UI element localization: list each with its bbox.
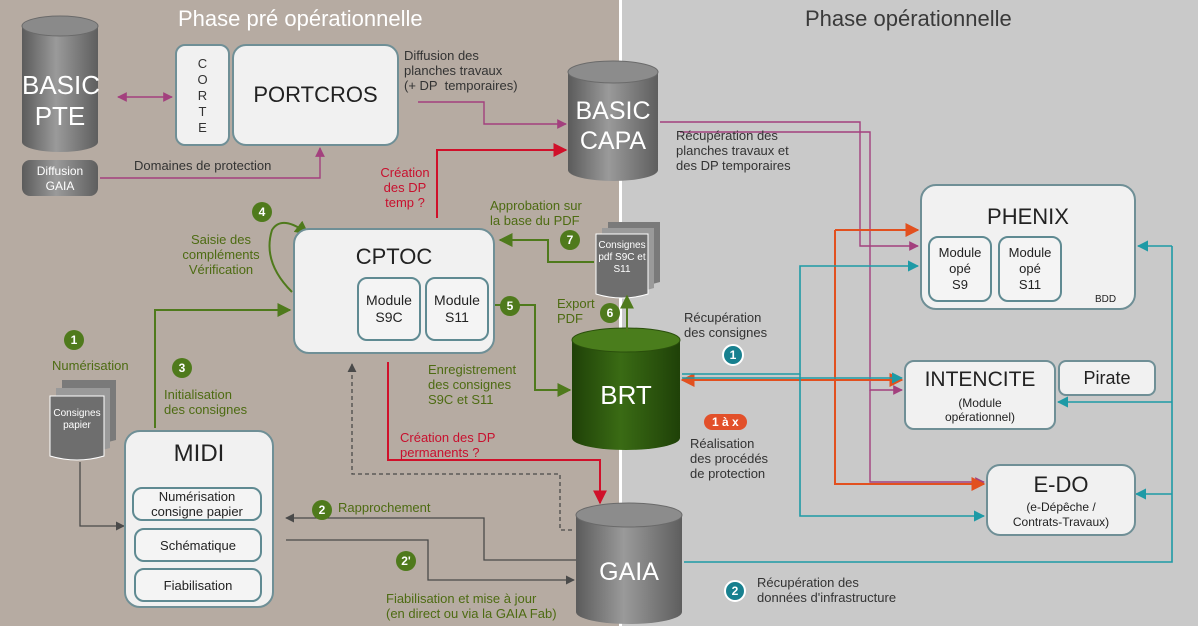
corte-letter: O xyxy=(197,72,208,87)
step-marker-3: 3 xyxy=(172,358,192,378)
label-approbation: Approbation sur la base du PDF xyxy=(490,198,582,228)
basic-capa-database xyxy=(567,60,659,181)
label-creation-dp-perm: Création des DP permanents ? xyxy=(400,430,496,460)
intencite-box: INTENCITE (Module opérationnel) xyxy=(904,360,1056,430)
phase-left-title: Phase pré opérationnelle xyxy=(178,6,423,31)
step-marker-2: 2 xyxy=(312,500,332,520)
label-recup-planches: Récupération des planches travaux et des… xyxy=(676,128,791,173)
corte-letter: R xyxy=(197,88,208,103)
label-export-pdf: Export PDF xyxy=(557,296,595,326)
label-recup-infra: Récupération des données d'infrastructur… xyxy=(757,575,897,605)
portcros-title: PORTCROS xyxy=(253,82,378,107)
edo-box: E-DO (e-Dépêche / Contrats-Travaux) xyxy=(986,464,1136,536)
basic-capa-label: BASIC CAPA xyxy=(575,97,651,155)
midi-item-numerisation: Numérisation consigne papier xyxy=(132,487,262,521)
phenix-module-s9: Module opé S9 xyxy=(928,236,992,302)
consignes-pdf-document-icon xyxy=(595,222,660,299)
corte-letters: C O R T E xyxy=(177,56,228,136)
step-marker-4: 4 xyxy=(252,202,272,222)
bdd-label: BDD xyxy=(1095,294,1117,305)
pirate-box: Pirate xyxy=(1058,360,1156,396)
cptoc-module-s9c: Module S9C xyxy=(357,277,421,341)
consignes-papier-label: Consignes papier xyxy=(53,408,101,431)
cptoc-title: CPTOC xyxy=(355,244,433,269)
midi-item-fiabilisation: Fiabilisation xyxy=(134,568,262,602)
pirate-title: Pirate xyxy=(1083,368,1131,388)
basic-pte-label: BASIC PTE xyxy=(22,70,101,131)
diffusion-gaia-box xyxy=(22,160,98,196)
label-domaines-protection: Domaines de protection xyxy=(134,158,272,173)
label-diffusion-planches: Diffusion des planches travaux (+ DP tem… xyxy=(404,48,518,93)
cptoc-module-s11: Module S11 xyxy=(425,277,489,341)
consignes-papier-document-icon xyxy=(49,380,116,461)
basic-pte-database xyxy=(21,15,99,152)
phenix-title: PHENIX xyxy=(987,204,1069,229)
corte-letter: E xyxy=(198,120,207,135)
step-marker-5: 5 xyxy=(500,296,520,316)
intencite-subtitle: (Module opérationnel) xyxy=(944,396,1016,424)
edo-title: E-DO xyxy=(1033,472,1089,497)
step-marker-teal-1: 1 xyxy=(722,344,744,366)
edo-subtitle: (e-Dépêche / Contrats-Travaux) xyxy=(1012,500,1110,529)
step-marker-6: 6 xyxy=(600,303,620,323)
phenix-module-s11: Module opé S11 xyxy=(998,236,1062,302)
label-fiabilisation-maj: Fiabilisation et mise à jour (en direct … xyxy=(386,591,557,621)
label-creation-dp-temp: Création des DP temp ? xyxy=(380,165,430,210)
intencite-title: INTENCITE xyxy=(924,368,1036,391)
one-to-x-badge: 1 à x xyxy=(704,414,747,430)
step-marker-teal-2: 2 xyxy=(724,580,746,602)
midi-item-schematique: Schématique xyxy=(134,528,262,562)
label-rapprochement: Rapprochement xyxy=(338,500,431,515)
corte-letter: C xyxy=(197,56,208,71)
phase-divider xyxy=(619,0,622,626)
diffusion-gaia-label: Diffusion GAIA xyxy=(36,164,84,193)
consignes-pdf-label: Consignes pdf S9C et S11 xyxy=(598,240,646,275)
label-realisation: Réalisation des procédés de protection xyxy=(690,436,769,481)
brt-label: BRT xyxy=(600,380,652,410)
label-saisie: Saisie des compléments Vérification xyxy=(182,232,260,277)
corte-box: C O R T E xyxy=(175,44,230,146)
midi-title: MIDI xyxy=(173,440,225,467)
corte-letter: T xyxy=(198,104,207,119)
gaia-database xyxy=(575,502,683,624)
step-marker-2-prime: 2' xyxy=(396,551,416,571)
label-enregistrement: Enregistrement des consignes S9C et S11 xyxy=(428,362,517,407)
label-initialisation: Initialisation des consignes xyxy=(164,387,248,417)
brt-database xyxy=(571,327,681,450)
phase-right-title: Phase opérationnelle xyxy=(805,6,1012,31)
gaia-label: GAIA xyxy=(599,558,659,586)
label-recup-consignes: Récupération des consignes xyxy=(684,310,768,340)
label-numerisation: Numérisation xyxy=(52,358,129,373)
step-marker-7: 7 xyxy=(560,230,580,250)
portcros-box: PORTCROS xyxy=(232,44,399,146)
step-marker-1: 1 xyxy=(64,330,84,350)
